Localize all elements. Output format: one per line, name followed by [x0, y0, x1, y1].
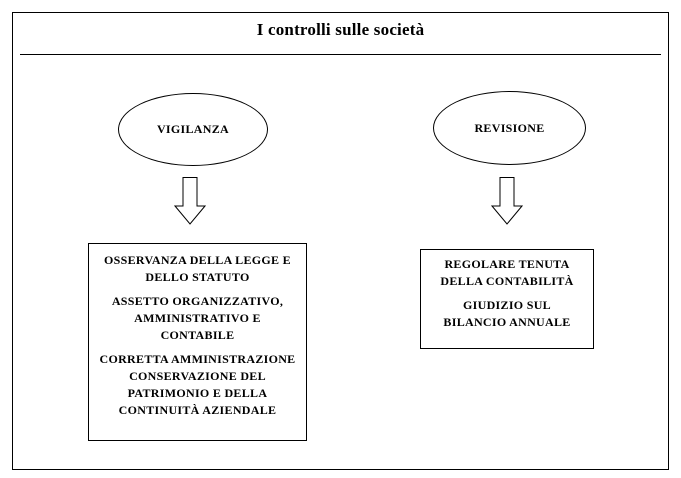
item-line: DELLA CONTABILITÀ	[440, 274, 574, 288]
item-line: BILANCIO ANNUALE	[443, 315, 571, 329]
revisione-item: GIUDIZIO SUL BILANCIO ANNUALE	[421, 297, 593, 331]
vigilanza-label: VIGILANZA	[156, 122, 230, 136]
item-line: AMMINISTRATIVO E	[134, 311, 261, 325]
revisione-item: REGOLARE TENUTA DELLA CONTABILITÀ	[421, 256, 593, 290]
diagram-frame	[12, 12, 669, 470]
down-arrow-icon	[491, 177, 523, 225]
vigilanza-item: OSSERVANZA DELLA LEGGE E DELLO STATUTO	[89, 252, 306, 286]
item-line: OSSERVANZA DELLA LEGGE E	[104, 253, 291, 267]
vigilanza-item: ASSETTO ORGANIZZATIVO, AMMINISTRATIVO E …	[89, 293, 306, 344]
vigilanza-item: CORRETTA AMMINISTRAZIONE CONSERVAZIONE D…	[89, 351, 306, 419]
revisione-label: REVISIONE	[474, 120, 545, 135]
item-line: GIUDIZIO SUL	[463, 298, 551, 312]
item-line: DELLO STATUTO	[145, 270, 250, 284]
vigilanza-box: OSSERVANZA DELLA LEGGE E DELLO STATUTO A…	[88, 243, 307, 441]
item-line: CORRETTA AMMINISTRAZIONE	[99, 352, 296, 366]
revisione-ellipse: REVISIONE	[433, 91, 586, 165]
vigilanza-ellipse: VIGILANZA	[118, 93, 268, 166]
revisione-box: REGOLARE TENUTA DELLA CONTABILITÀ GIUDIZ…	[420, 249, 594, 349]
item-line: REGOLARE TENUTA	[444, 257, 570, 271]
title-divider	[20, 54, 661, 55]
item-line: ASSETTO ORGANIZZATIVO,	[111, 294, 284, 308]
diagram-title: I controlli sulle società	[256, 20, 425, 39]
item-line: PATRIMONIO E DELLA	[127, 386, 268, 400]
down-arrow-icon	[174, 177, 206, 225]
item-line: CONTABILE	[160, 328, 235, 342]
item-line: CONSERVAZIONE DEL	[129, 369, 266, 383]
item-line: CONTINUITÀ AZIENDALE	[118, 403, 277, 417]
